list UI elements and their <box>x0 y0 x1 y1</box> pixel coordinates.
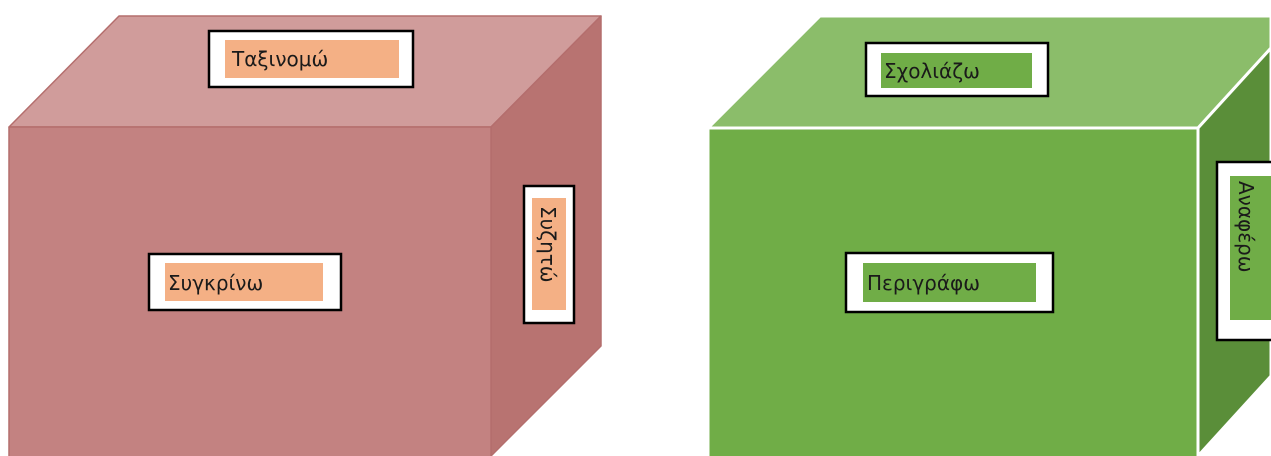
red-front-label-box <box>165 263 323 301</box>
red-side-label-text: Συζητώ <box>536 206 560 283</box>
red-side-label-box <box>532 198 566 310</box>
green-cube: Σχολιάζω Περιγράφω Αναφέρω <box>706 14 1271 456</box>
green-front-label-box <box>863 263 1036 302</box>
red-top-label-text: Ταξινομώ <box>231 47 328 71</box>
red-top-label-box <box>225 40 399 78</box>
red-front-label: Συγκρίνω <box>147 252 343 312</box>
green-top-label-text: Σχολιάζω <box>884 59 980 83</box>
red-cube: Ταξινομώ Συγκρίνω Συζητώ <box>8 15 602 456</box>
green-side-label-box <box>1230 176 1271 320</box>
green-side-label: Αναφέρω <box>1215 160 1271 342</box>
green-side-label-text: Αναφέρω <box>1234 181 1258 272</box>
green-front-label-text: Περιγράφω <box>867 271 980 295</box>
green-top-label: Σχολιάζω <box>864 41 1050 98</box>
red-top-label: Ταξινομώ <box>207 29 415 89</box>
green-front-label: Περιγράφω <box>844 251 1055 314</box>
green-top-label-box <box>881 53 1032 88</box>
red-side-label: Συζητώ <box>522 184 576 325</box>
red-front-label-text: Συγκρίνω <box>168 271 263 295</box>
